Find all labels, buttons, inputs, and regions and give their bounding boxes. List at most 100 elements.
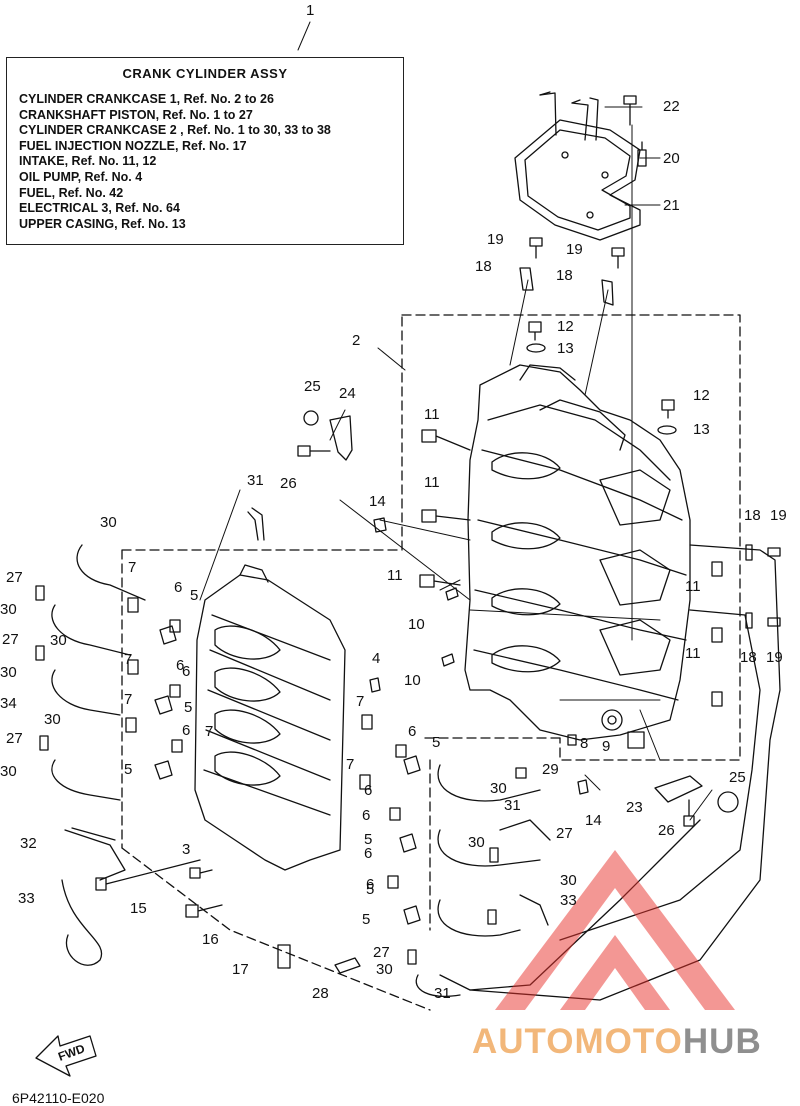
callout-number: 7 <box>205 723 214 740</box>
fitting-14-mid <box>373 517 387 533</box>
callout-number: 33 <box>560 892 577 909</box>
fitting-7-b <box>127 659 139 675</box>
cylinder-crankcase-2 <box>194 564 346 871</box>
fitting-11-c <box>419 574 461 588</box>
reference-line: OIL PUMP, Ref. No. 4 <box>19 169 143 184</box>
bolt-19-right-b <box>767 617 781 627</box>
callout-number: 6 <box>174 579 183 596</box>
callout-number: 16 <box>202 931 219 948</box>
bolt-16 <box>185 904 223 918</box>
callout-number: 10 <box>404 672 421 689</box>
reference-line: FUEL, Ref. No. 42 <box>19 185 124 200</box>
reference-line: ELECTRICAL 3, Ref. No. 64 <box>19 201 180 216</box>
dashed-boundary-crankcase-2 <box>121 314 561 849</box>
callout-number: 30 <box>50 632 67 649</box>
callout-number: 5 <box>366 881 375 898</box>
callout-number: 5 <box>190 587 199 604</box>
fitting-11-a <box>421 429 471 451</box>
callout-number: 13 <box>557 340 574 357</box>
bracket-18-right-a <box>745 544 753 561</box>
assembly-info-box: CRANK CYLINDER ASSY CYLINDER CRANKCASE 1… <box>6 57 404 245</box>
fitting-20 <box>637 141 647 167</box>
reference-line: CYLINDER CRANKCASE 2 , Ref. No. 1 to 30,… <box>19 123 331 138</box>
washer-13-right <box>657 425 677 435</box>
callout-number: 30 <box>100 514 117 531</box>
fitting-6-f <box>387 875 399 889</box>
bracket-18-top-left <box>519 267 534 291</box>
callout-number: 26 <box>658 822 675 839</box>
callout-number: 18 <box>556 267 573 284</box>
fitting-6-b <box>169 684 181 698</box>
callout-number: 6 <box>176 657 185 674</box>
callout-number: 9 <box>602 738 611 755</box>
cylinder-crankcase-1 <box>464 364 691 741</box>
fitting-11-d <box>711 561 723 577</box>
callout-number: 19 <box>770 507 787 524</box>
plug-27-c <box>39 735 49 751</box>
callout-number: 5 <box>364 831 373 848</box>
callout-number: 30 <box>0 601 17 618</box>
callout-number: 6 <box>366 876 375 893</box>
bolt-12-top <box>528 321 542 341</box>
stud-17 <box>277 944 291 969</box>
bolt-15 <box>95 859 201 891</box>
callout-number: 6 <box>182 722 191 739</box>
callout-number: 3 <box>182 841 191 858</box>
bracket-18-top-right <box>601 279 614 306</box>
dashed-boundary-lower <box>121 759 431 1011</box>
assembly-reference-list: CYLINDER CRANKCASE 1, Ref. No. 2 to 26 C… <box>19 92 331 232</box>
callout-number: 7 <box>128 559 137 576</box>
callout-number: 20 <box>663 150 680 167</box>
dashed-boundary-crankcase-1 <box>401 314 741 761</box>
callout-number: 21 <box>663 197 680 214</box>
plug-27-b <box>35 645 45 661</box>
hose-30-left-b <box>51 604 131 656</box>
callout-number: 19 <box>766 649 783 666</box>
callout-number: 27 <box>373 944 390 961</box>
reference-line: CYLINDER CRANKCASE 1, Ref. No. 2 to 26 <box>19 92 274 106</box>
callout-number: 30 <box>376 961 393 978</box>
fitting-6-d <box>395 744 407 758</box>
watermark-wordmark: AUTOMOTOHUB <box>472 1022 762 1062</box>
pipe-4 <box>369 677 381 693</box>
plug-27-d <box>489 847 499 863</box>
hose-31-lower-a <box>499 819 551 841</box>
fitting-5-f <box>403 905 421 925</box>
plug-27-e <box>487 909 497 925</box>
nozzle-10-b <box>441 653 455 667</box>
bolt-26-lower <box>683 799 695 827</box>
callout-number: 10 <box>408 616 425 633</box>
fwd-arrow <box>35 1035 97 1077</box>
callout-number: 19 <box>566 241 583 258</box>
callout-number: 30 <box>0 763 17 780</box>
bracket-23 <box>654 775 703 803</box>
reference-line: INTAKE, Ref. No. 11, 12 <box>19 154 157 169</box>
hose-30-lower-a <box>437 764 541 802</box>
callout-number: 14 <box>369 493 386 510</box>
fitting-5-b <box>154 695 173 715</box>
callout-number: 27 <box>2 631 19 648</box>
upper-cover-plate <box>514 91 641 241</box>
callout-number: 7 <box>124 651 133 668</box>
callout-number: 27 <box>6 730 23 747</box>
callout-number: 5 <box>362 911 371 928</box>
bolt-19-top-right <box>611 247 625 269</box>
callout-number: 18 <box>740 649 757 666</box>
hose-32-left <box>64 827 126 881</box>
callout-number: 18 <box>744 507 761 524</box>
callout-number: 4 <box>372 650 381 667</box>
callout-number: 11 <box>424 406 440 423</box>
callout-number: 18 <box>475 258 492 275</box>
hose-30-lower-c <box>437 899 521 937</box>
fitting-7-a <box>127 597 139 613</box>
fitting-11-f <box>711 691 723 707</box>
bolt-12-right <box>661 399 675 419</box>
callout-number: 11 <box>685 645 701 662</box>
callout-number: 6 <box>364 782 373 799</box>
callout-number: 12 <box>557 318 574 335</box>
bolt-19-right-a <box>767 547 781 557</box>
callout-number: 30 <box>490 780 507 797</box>
fitting-7-d <box>361 714 373 730</box>
plug-9 <box>627 731 645 749</box>
callout-number: 5 <box>432 734 441 751</box>
